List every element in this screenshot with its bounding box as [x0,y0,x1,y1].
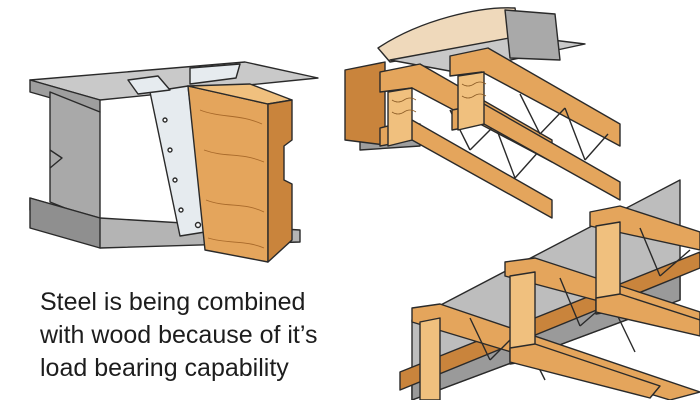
truss-2 [449,47,621,201]
caption-line-1: Steel is being combined [40,288,306,316]
rim-board [344,61,386,146]
wood-trusses-along-steel-wall [399,179,700,400]
caption-line-3: load bearing capability [40,354,289,382]
steel-beam-with-joist-hanger [29,61,319,263]
steel-beam-web [504,9,561,61]
wood-grain [199,109,265,249]
caption-line-2: with wood because of it’s [40,321,318,349]
joist-hanger-top-tab-right [189,63,241,85]
truss-c [589,205,700,337]
osb-texture [391,81,487,115]
i-beam-web-notch [49,149,63,169]
wood-joist-end [267,99,293,263]
joist-hanger-top-tab-left [127,75,171,95]
hanger-nail-holes [162,117,202,229]
i-beam-bottom-flange-front [29,197,101,249]
i-beam-web [49,91,101,223]
wood-trusses-on-steel-beam [344,7,621,219]
caption: Steel is being combined with wood becaus… [40,286,370,385]
